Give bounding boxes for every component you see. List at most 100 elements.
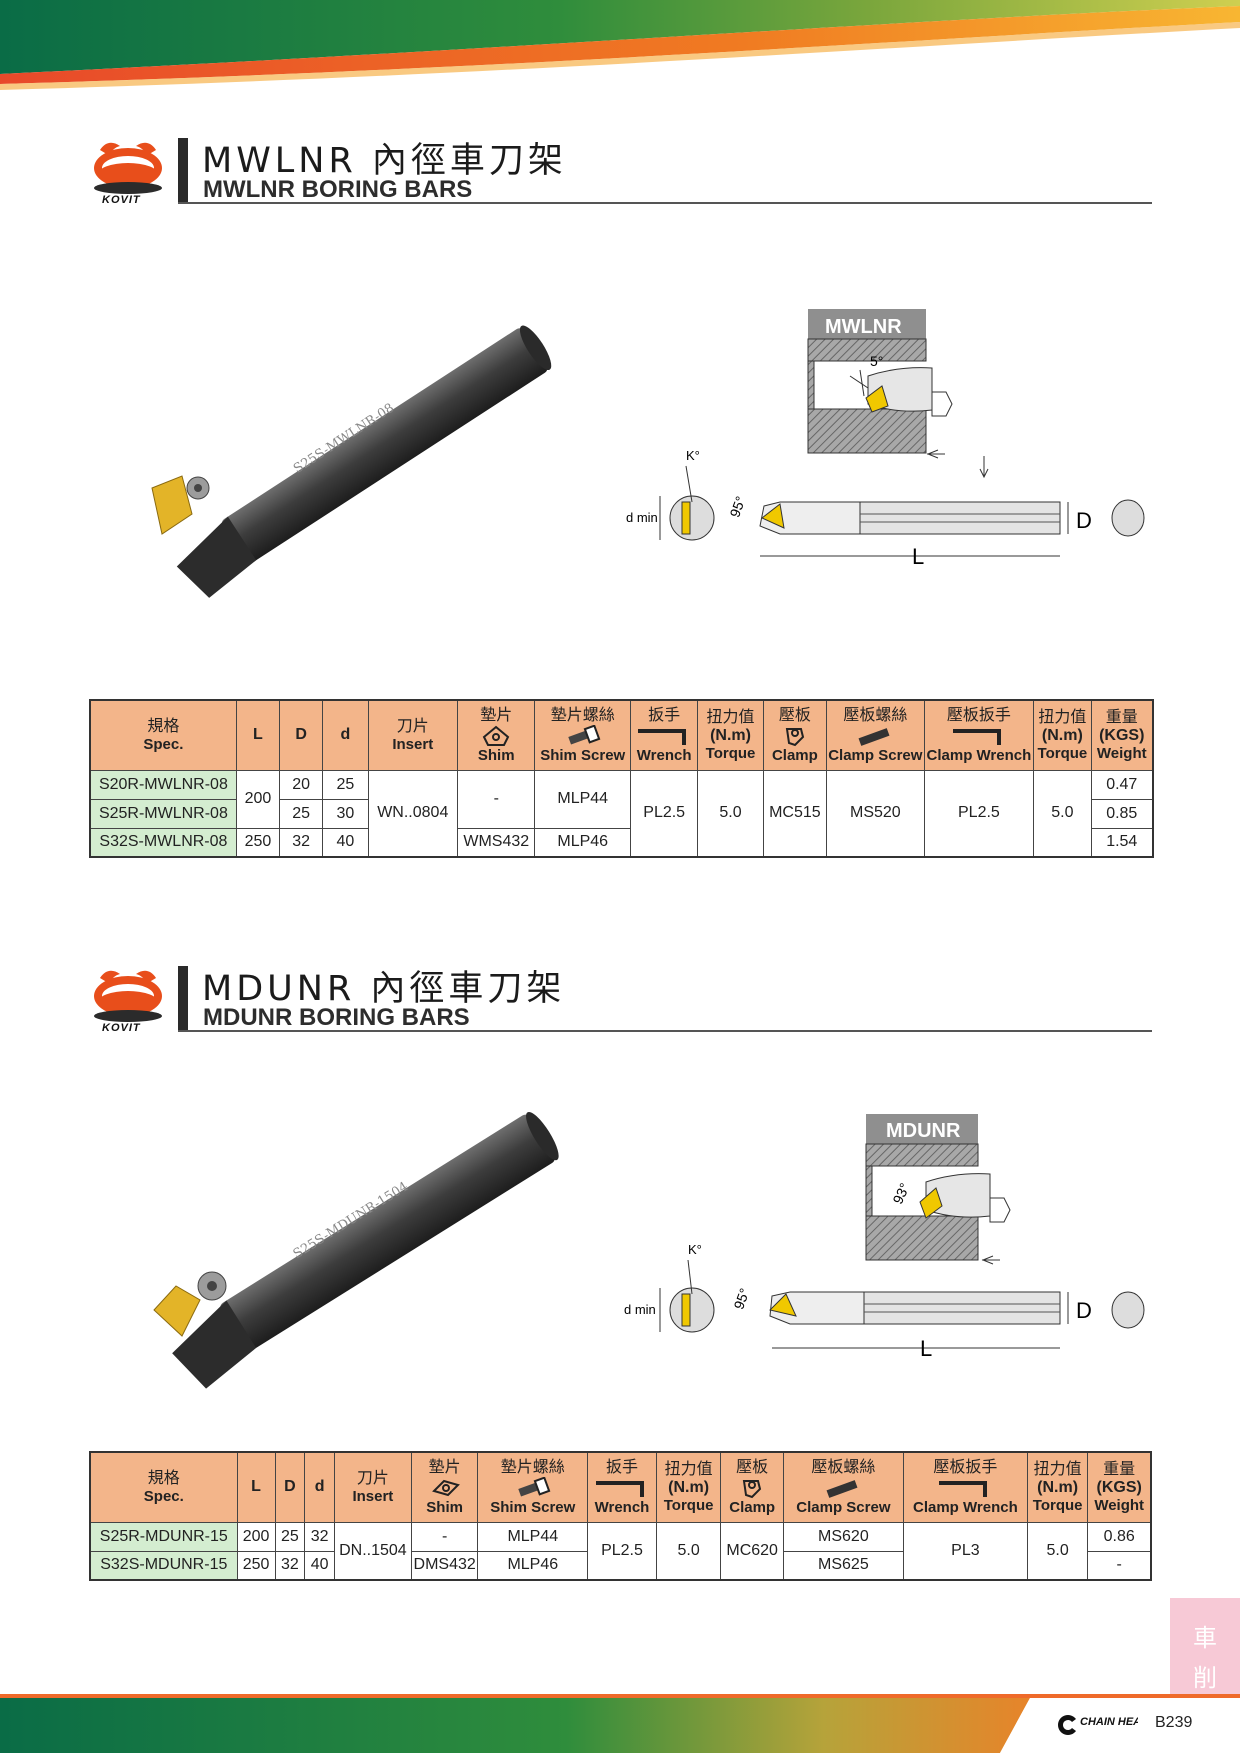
cell-l: 200: [235, 769, 281, 829]
header-small-d: d: [322, 699, 369, 771]
cell-weight: 0.47: [1090, 769, 1154, 800]
title-underline: [178, 202, 1152, 204]
cell-clamp-wrench: PL3: [902, 1521, 1028, 1581]
cell-l: 250: [235, 827, 281, 858]
cell-torque-2: 5.0: [1033, 769, 1092, 858]
dimension-d-label: D: [1076, 1298, 1092, 1323]
cell-shim: -: [410, 1521, 479, 1552]
clamp-wrench-icon: [952, 728, 1001, 745]
angle-side-label: 95°: [730, 1286, 752, 1311]
clamp-icon: [743, 1479, 762, 1498]
boring-bar-photo-mwlnr: S25S-MWLNR-08: [151, 325, 552, 598]
title-bar: [178, 966, 188, 1030]
cell-spec: S20R-MWLNR-08: [89, 769, 237, 800]
cell-small-d: 30: [322, 798, 369, 829]
boring-bar-photo-mdunr: S25S-MDUNR-1504: [153, 1111, 559, 1389]
dimension-d-label: D: [1076, 508, 1092, 533]
shim-icon: [431, 1479, 460, 1496]
clamp-screw-icon: [826, 1479, 858, 1498]
angle-side-label: 95°: [726, 494, 748, 519]
technical-diagram-mwlnr: MWLNR 5° d min K° 95° D L: [626, 309, 1145, 569]
angle-top-label: 5°: [870, 353, 883, 369]
cell-shim: DMS432: [410, 1550, 479, 1581]
cell-shim-screw: MLP46: [477, 1550, 589, 1581]
cell-shim: -: [457, 769, 536, 829]
brand-text: CHAIN HEADWAY: [1080, 1716, 1138, 1728]
table-row: S32S-MDUNR-15 250 32 40 DMS432 MLP46 MS6…: [89, 1550, 1152, 1581]
cell-small-d: 25: [322, 769, 369, 800]
cell-spec: S25R-MDUNR-15: [89, 1521, 238, 1552]
section-title-cn: MDUNR 內徑車刀架: [202, 969, 566, 1009]
cell-clamp-screw: MS620: [782, 1521, 904, 1552]
cell-spec: S32S-MWLNR-08: [89, 827, 237, 858]
diagram-label: MDUNR: [886, 1120, 961, 1142]
cell-big-d: 20: [279, 769, 324, 800]
cell-weight: 0.86: [1087, 1521, 1152, 1552]
cell-torque: 5.0: [697, 769, 764, 858]
section-header-mdunr: KOVIT MDUNR 內徑車刀架 MDUNR BORING BARS: [90, 966, 1152, 1046]
cell-clamp: MC620: [720, 1521, 784, 1581]
cell-spec: S32S-MDUNR-15: [89, 1550, 238, 1581]
kovit-logo-icon: [94, 970, 162, 1022]
cell-weight: 0.85: [1090, 798, 1154, 829]
page-number: B239: [1155, 1714, 1193, 1731]
header-weight: 重量(KGS)Weight: [1090, 699, 1154, 771]
title-underline: [178, 1030, 1152, 1032]
clamp-screw-icon: [858, 727, 890, 746]
section-title-cn: MWLNR 內徑車刀架: [202, 141, 567, 181]
clamp-wrench-icon: [939, 1480, 988, 1497]
cell-shim-screw: MLP44: [534, 769, 631, 829]
cell-insert: WN..0804: [367, 769, 459, 858]
cell-clamp: MC515: [762, 769, 828, 858]
cell-torque-2: 5.0: [1026, 1521, 1089, 1581]
cell-small-d: 32: [304, 1521, 335, 1552]
table-row: S32S-MWLNR-08 250 32 40 WMS432 MLP46 1.5…: [89, 827, 1154, 858]
shim-icon: [482, 725, 510, 746]
cell-clamp-wrench: PL2.5: [923, 769, 1035, 858]
angle-k-label: K°: [688, 1242, 702, 1257]
cell-small-d: 40: [322, 827, 369, 858]
screw-icon: [568, 724, 601, 745]
header-big-d: D: [274, 1451, 306, 1523]
cell-spec: S25R-MWLNR-08: [89, 798, 237, 829]
cell-wrench: PL2.5: [629, 769, 699, 858]
header-torque: 扭力值(N.m)Torque: [697, 699, 764, 771]
table-row: S20R-MWLNR-08 200 20 25 WN..0804 - MLP44…: [89, 769, 1154, 858]
cell-wrench: PL2.5: [587, 1521, 657, 1581]
section-title-en: MWLNR BORING BARS: [203, 176, 473, 203]
screw-icon: [518, 1476, 551, 1497]
cell-big-d: 25: [279, 798, 324, 829]
cell-clamp-screw: MS625: [782, 1550, 904, 1581]
logo-text: KOVIT: [102, 1022, 141, 1034]
header-torque-2: 扭力值(N.m)Torque: [1026, 1451, 1089, 1523]
chain-headway-logo-icon: CHAIN HEADWAY: [1058, 1715, 1138, 1735]
technical-diagram-mdunr: MDUNR 93° d min K° 95° D L: [624, 1114, 1145, 1361]
header-torque: 扭力值(N.m)Torque: [655, 1451, 722, 1523]
wrench-icon: [595, 1480, 644, 1497]
logo-text: KOVIT: [102, 194, 141, 206]
cell-shim-screw: MLP46: [534, 827, 631, 858]
cell-torque: 5.0: [655, 1521, 722, 1581]
cell-big-d: 25: [274, 1521, 306, 1552]
header-small-d: d: [304, 1451, 335, 1523]
cell-small-d: 40: [304, 1550, 335, 1581]
dimension-l-label: L: [912, 544, 924, 569]
cell-insert: DN..1504: [333, 1521, 412, 1581]
angle-top-label: 93°: [889, 1180, 912, 1206]
cell-weight: 1.54: [1090, 827, 1154, 858]
cell-clamp-screw: MS520: [826, 769, 925, 858]
cell-l: 200: [236, 1521, 276, 1552]
wrench-icon: [638, 728, 687, 745]
dimension-l-label: L: [920, 1336, 932, 1361]
cell-weight: -: [1087, 1550, 1152, 1581]
table-row: S25R-MDUNR-15 200 25 32 DN..1504 - MLP44…: [89, 1521, 1152, 1581]
